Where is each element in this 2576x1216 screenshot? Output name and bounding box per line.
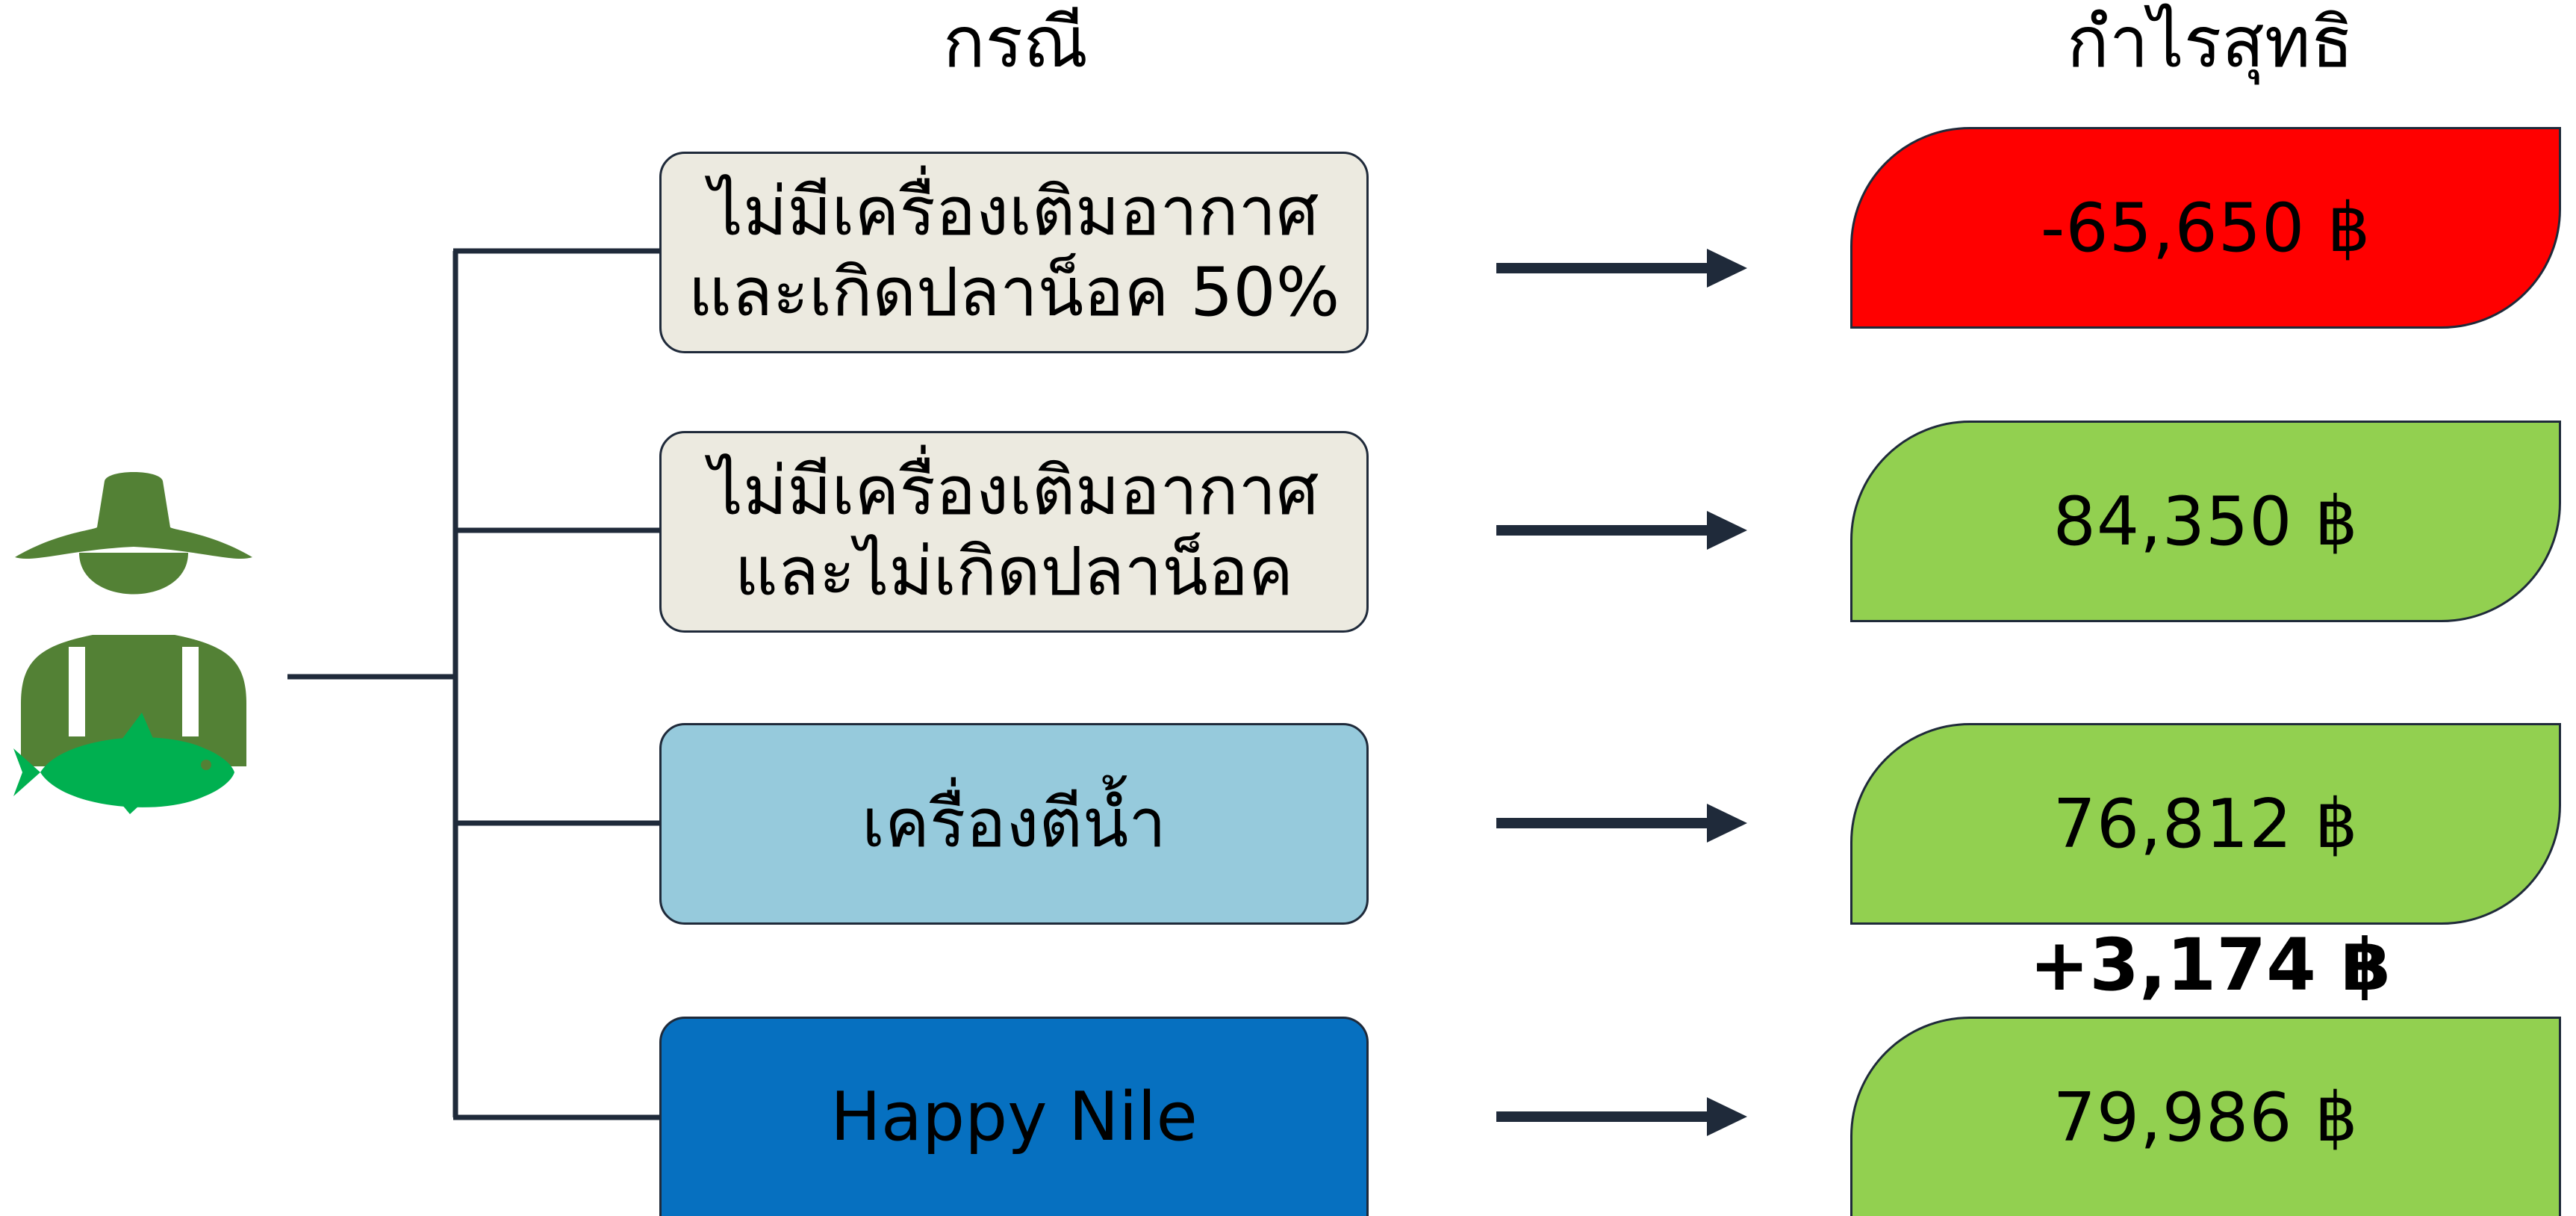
case-box-paddle-wheel: เครื่องตีน้ำ bbox=[659, 723, 1369, 925]
case-box-no-aerator-fish-kill: ไม่มีเครื่องเติมอากาศ และเกิดปลาน็อค 50% bbox=[659, 152, 1369, 353]
profit-box-no-aerator-no-fish-kill: 84,350 ฿ bbox=[1850, 421, 2561, 622]
case-box-happy-nile: Happy Nile bbox=[659, 1017, 1369, 1216]
profit-difference-label: +3,174 ฿ bbox=[2029, 923, 2392, 1007]
right-arrow-icon bbox=[1496, 249, 1747, 288]
profit-box-no-aerator-fish-kill: -65,650 ฿ bbox=[1850, 127, 2561, 329]
right-arrow-icon bbox=[1496, 511, 1747, 550]
case-box-no-aerator-no-fish-kill: ไม่มีเครื่องเติมอากาศ และไม่เกิดปลาน็อค bbox=[659, 431, 1369, 633]
right-arrow-icon bbox=[1496, 1097, 1747, 1136]
profit-box-paddle-wheel: 76,812 ฿ bbox=[1850, 723, 2561, 925]
profit-column-header: กำไรสุทธิ bbox=[2066, 2, 2354, 84]
case-column-header: กรณี bbox=[942, 2, 1089, 84]
profit-box-happy-nile: 79,986 ฿ bbox=[1850, 1017, 2561, 1216]
right-arrow-icon bbox=[1496, 804, 1747, 843]
farmer-with-fish-icon bbox=[13, 472, 252, 814]
